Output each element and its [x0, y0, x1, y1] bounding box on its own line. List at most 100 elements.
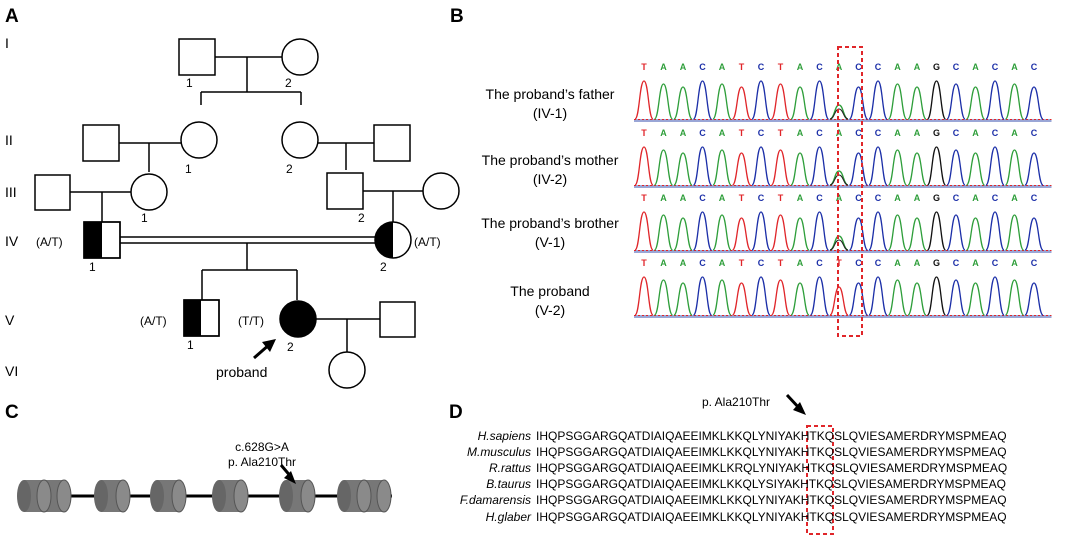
trace-peak	[751, 211, 771, 251]
base-call: T	[836, 258, 842, 268]
base-call: A	[972, 193, 979, 203]
trace-peak	[790, 86, 810, 120]
protein-sequence: IHQPSGGARGQATDIAIQAEEIMKLKKQLYNIYAKHTKQS…	[536, 429, 1007, 443]
exon-left-cap	[94, 480, 108, 512]
base-call: A	[836, 128, 843, 138]
base-call: C	[953, 62, 960, 72]
base-call: A	[680, 128, 687, 138]
sample-id-proband: (V-2)	[535, 302, 565, 318]
trace-peak	[1004, 83, 1025, 120]
trace-peak	[790, 217, 810, 251]
id-iii2: 2	[358, 211, 365, 225]
sample-id-brother: (V-1)	[535, 234, 565, 250]
trace-peak	[965, 152, 986, 186]
base-call: C	[1031, 258, 1038, 268]
trace-peak	[712, 149, 732, 186]
genotype-iv1: (A/T)	[36, 235, 63, 249]
trace-baseline	[634, 119, 1052, 122]
exon-mid-cap	[36, 479, 52, 513]
trace-peak	[731, 217, 752, 251]
id-ii2: 2	[286, 162, 293, 176]
pedigree-i1-male	[178, 38, 216, 76]
sample-label-proband: The proband	[510, 283, 589, 299]
protein-sequence: IHQPSGGARGQATDIAIQAEEIMKLKKQLYNIYAKHTKQS…	[536, 493, 1007, 507]
trace-peak	[848, 152, 869, 186]
trace-peak	[634, 146, 654, 186]
base-call: A	[894, 128, 901, 138]
carrier-fill-iv1	[84, 222, 102, 258]
trace-peak	[809, 80, 830, 120]
trace-peak	[692, 276, 713, 316]
alignment-annotation: p. Ala210Thr	[702, 395, 770, 409]
trace-peak	[985, 276, 1005, 316]
trace-peak	[790, 282, 810, 316]
trace-peak	[790, 152, 810, 186]
conserved-site-box	[806, 425, 834, 535]
trace-peak	[887, 149, 908, 186]
base-call: T	[641, 193, 647, 203]
trace-peak	[1024, 152, 1044, 186]
trace-peak	[926, 80, 947, 120]
base-call: C	[855, 258, 862, 268]
trace-peak	[751, 276, 771, 316]
trace-peak	[751, 146, 771, 186]
base-call: T	[641, 128, 647, 138]
base-call: C	[953, 258, 960, 268]
trace-peak	[692, 211, 713, 251]
trace-peak	[907, 152, 927, 186]
base-call: C	[758, 193, 765, 203]
base-call: C	[875, 193, 882, 203]
variant-highlight-box	[837, 46, 863, 337]
base-call: T	[739, 128, 745, 138]
trace-peak	[887, 279, 908, 316]
alignment-arrowhead	[793, 402, 806, 415]
base-call: T	[739, 193, 745, 203]
species-name: M.musculus	[467, 445, 531, 459]
exon-6	[337, 479, 392, 513]
pedigree-iii1-female	[130, 173, 168, 211]
base-call: C	[992, 128, 999, 138]
base-call: C	[953, 128, 960, 138]
trace-peak	[868, 276, 888, 316]
base-call: G	[933, 193, 940, 203]
id-i2: 2	[285, 76, 292, 90]
base-call: C	[816, 193, 823, 203]
base-call: T	[778, 62, 784, 72]
base-call: A	[914, 62, 921, 72]
base-call: C	[855, 62, 862, 72]
base-call: A	[1011, 193, 1018, 203]
id-ii1: 1	[185, 162, 192, 176]
base-call: A	[680, 258, 687, 268]
trace-peak	[1004, 279, 1025, 316]
trace-peak	[868, 146, 888, 186]
panel-label-c: C	[5, 402, 19, 423]
exon-2	[94, 479, 131, 513]
genotype-iv2: (A/T)	[414, 235, 441, 249]
sample-id-father: (IV-1)	[533, 105, 567, 121]
base-call: A	[719, 193, 726, 203]
pedigree-v2-female-affected	[279, 300, 317, 338]
base-call: A	[914, 128, 921, 138]
trace-baseline	[634, 185, 1052, 188]
base-call: C	[699, 258, 706, 268]
trace-peak	[712, 214, 732, 251]
trace-peak	[809, 211, 830, 251]
pedigree-vi1-female	[328, 351, 366, 389]
base-call: C	[875, 128, 882, 138]
base-call: A	[1011, 128, 1018, 138]
protein-sequence: IHQPSGGARGQATDIAIQAEEIMKLKKQLYSIYAKHTKQS…	[536, 477, 1006, 491]
base-call: C	[699, 193, 706, 203]
gene-diagram	[17, 464, 392, 513]
sample-id-mother: (IV-2)	[533, 171, 567, 187]
trace-peak	[965, 86, 986, 120]
trace-peak	[946, 279, 966, 316]
generation-label-iv: IV	[5, 233, 19, 249]
exon-left-cap	[212, 480, 226, 512]
id-iv2: 2	[380, 260, 387, 274]
outline-v1	[183, 299, 220, 337]
trace-baseline	[634, 315, 1052, 318]
generation-label-i: I	[5, 35, 9, 51]
base-call: C	[992, 193, 999, 203]
trace-peak	[731, 86, 752, 120]
base-call: A	[914, 258, 921, 268]
